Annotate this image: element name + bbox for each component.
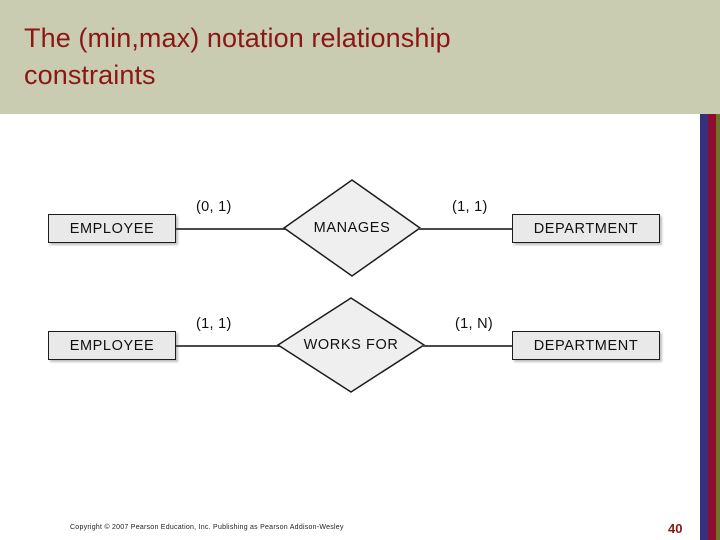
er-diagram: EMPLOYEE (0, 1) MANAGES (1, 1) DEPARTMEN… <box>0 114 700 454</box>
cardinality-label-left: (1, 1) <box>196 316 232 332</box>
relationship-diamond-manages[interactable]: MANAGES <box>282 178 422 278</box>
olive-stripe <box>716 114 720 540</box>
connector-line-right <box>422 345 514 347</box>
connector-line-left <box>176 345 286 347</box>
copyright-notice: Copyright © 2007 Pearson Education, Inc.… <box>70 524 344 531</box>
red-stripe <box>708 114 716 540</box>
title-band: The (min,max) notation relationship cons… <box>0 0 720 114</box>
page-title: The (min,max) notation relationship cons… <box>24 23 451 90</box>
entity-box-employee[interactable]: EMPLOYEE <box>48 214 176 243</box>
cardinality-label-right: (1, N) <box>455 316 494 332</box>
cardinality-label-right: (1, 1) <box>452 199 488 215</box>
relationship-diamond-works-for[interactable]: WORKS FOR <box>276 296 426 394</box>
entity-box-employee[interactable]: EMPLOYEE <box>48 331 176 360</box>
cardinality-label-left: (0, 1) <box>196 199 232 215</box>
blue-stripe <box>700 114 708 540</box>
connector-line-left <box>176 228 290 230</box>
connector-line-right <box>418 228 514 230</box>
diamond-icon <box>282 179 422 277</box>
page-number: 40 <box>668 521 683 536</box>
diamond-icon <box>276 297 426 393</box>
entity-box-department[interactable]: DEPARTMENT <box>512 214 660 243</box>
entity-box-department[interactable]: DEPARTMENT <box>512 331 660 360</box>
